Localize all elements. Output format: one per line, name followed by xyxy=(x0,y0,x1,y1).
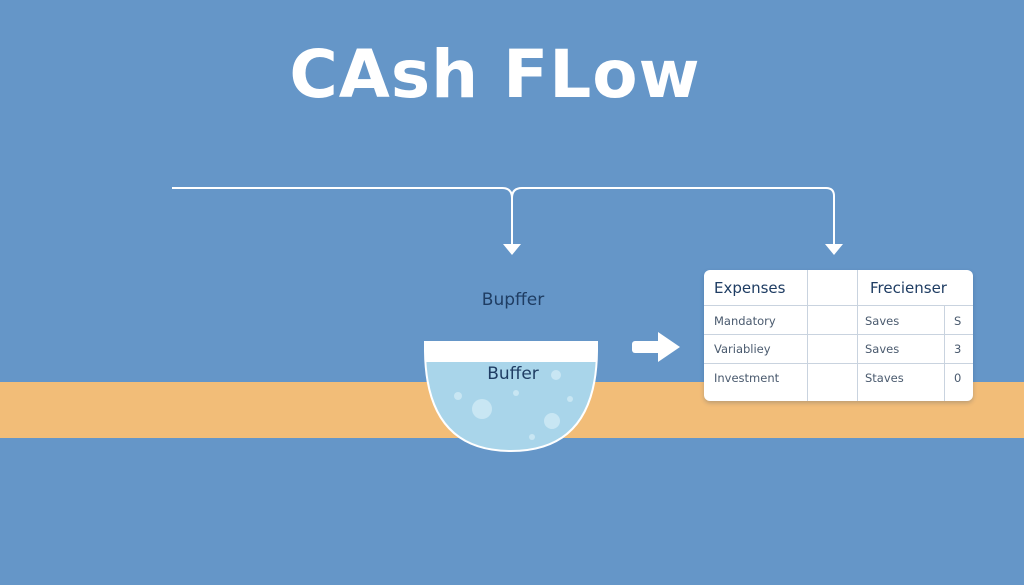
bubble xyxy=(454,392,462,400)
bubble xyxy=(472,399,492,419)
row-divider xyxy=(704,363,973,364)
row-value: 3 xyxy=(954,342,962,356)
bubble xyxy=(551,370,561,380)
row-label: Investment xyxy=(714,371,780,385)
page-title: CAsh FLow xyxy=(289,36,701,113)
bubble xyxy=(529,434,535,440)
row-kind: Staves xyxy=(865,371,904,385)
buffer-inner-label: Buffer xyxy=(487,364,539,384)
arrowhead-buffer xyxy=(503,244,521,255)
row-divider xyxy=(704,334,973,335)
header-expenses: Expenses xyxy=(714,279,786,297)
row-divider xyxy=(704,305,973,306)
row-kind: Saves xyxy=(865,314,900,328)
row-kind: Saves xyxy=(865,342,900,356)
buffer-title: Bupffer xyxy=(481,290,545,310)
row-value: S xyxy=(954,314,962,328)
row-value: 0 xyxy=(954,371,962,385)
bubble xyxy=(567,396,573,402)
arrow-right-icon xyxy=(632,332,680,362)
column-divider xyxy=(807,270,808,401)
row-label: Variabliey xyxy=(714,342,771,356)
buffer-bowl xyxy=(424,341,598,453)
bubble xyxy=(544,413,560,429)
flow-line-to-buffer xyxy=(501,187,513,244)
bubble xyxy=(513,390,519,396)
flow-line-to-table xyxy=(511,187,835,244)
arrowhead-table xyxy=(825,244,843,255)
expense-table: Expenses Frecienser Mandatory Saves S Va… xyxy=(704,270,973,401)
header-frecienser: Frecienser xyxy=(870,279,947,297)
column-divider xyxy=(857,270,858,401)
column-divider xyxy=(944,305,945,401)
row-label: Mandatory xyxy=(714,314,776,328)
